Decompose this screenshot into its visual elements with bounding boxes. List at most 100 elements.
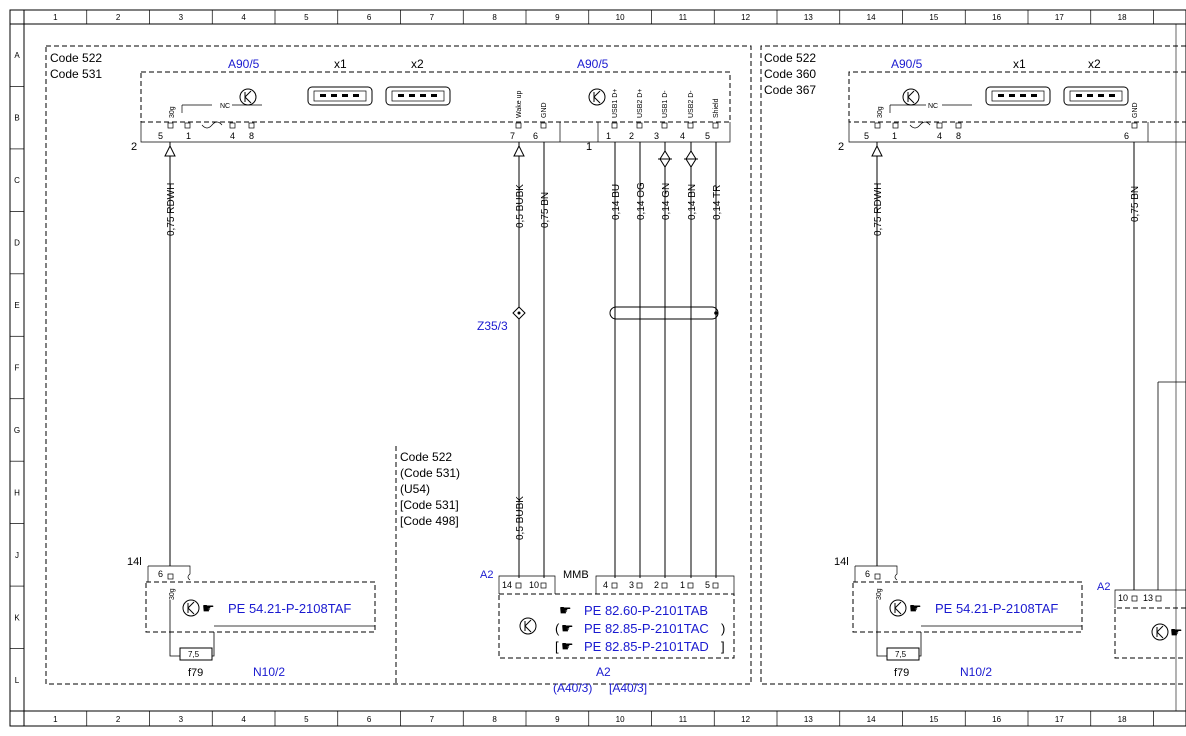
wire-bubk-lower-label: 0,5 BUBK (515, 496, 526, 540)
grid-column-label: 7 (430, 715, 435, 724)
pin-4-right: 4 (937, 131, 942, 141)
transistor-icon (889, 599, 907, 617)
grid-column-label: 7 (430, 13, 435, 22)
pin-label-gnd-right: GND (1132, 102, 1139, 118)
n10-pe-ref: PE 54.21-P-2108TAF (228, 601, 351, 616)
grid-row-label: A (14, 51, 20, 60)
grid-column-label: 4 (241, 13, 246, 22)
grid-column-label: 11 (679, 715, 688, 724)
grid-column-label: 17 (1055, 13, 1064, 22)
a2-pin-2: 2 (654, 580, 659, 590)
pin-5-right: 5 (864, 131, 869, 141)
a2-pe-1: PE 82.60-P-2101TAB (584, 603, 708, 618)
usb-port-x2-icon (385, 86, 451, 106)
pin-6-right: 6 (1124, 131, 1129, 141)
right-code-2: Code 360 (764, 67, 816, 81)
a2-ref-alt-2: [A40/3] (609, 681, 647, 695)
grid-column-label: 5 (304, 715, 309, 724)
pin-8: 8 (249, 131, 254, 141)
n10r-pin: 6 (865, 569, 870, 579)
note-code-4: [Code 531] (400, 498, 459, 512)
wire-gn-label: 0,14 GN (661, 183, 672, 220)
wires-right (876, 142, 1186, 590)
a2-pe-2: PE 82.85-P-2101TAC (584, 621, 709, 636)
grid-row-label: E (14, 301, 19, 310)
pin-1: 1 (186, 131, 191, 141)
transistor-icon (1151, 623, 1169, 641)
splice-label: Z35/3 (477, 319, 508, 333)
port-x1-right-label: x1 (1013, 57, 1026, 71)
drawing-border (9, 9, 1186, 727)
a2r-ref: A2 (1097, 581, 1110, 593)
left-dashed-frame (45, 45, 752, 685)
grid-row-label: H (14, 488, 20, 497)
n10-wire-ref: 14l (127, 556, 142, 568)
grid-column-label: 1 (53, 13, 58, 22)
pin-r1: 1 (606, 131, 611, 141)
a2-bracket-open: [ (555, 639, 559, 654)
grid-column-label: 10 (616, 13, 625, 22)
transistor-icon-2 (588, 88, 606, 106)
pin-1-right: 1 (892, 131, 897, 141)
pin-label-wake-up: Wake up (516, 91, 523, 118)
n10-module-left: 14l 6 30g ☛ PE 54.21-P-2108TAF 7,5 f79 N… (127, 556, 376, 679)
pin-r3: 3 (654, 131, 659, 141)
a2-pin-10: 10 (529, 580, 539, 590)
n10r-fuse-label: f79 (894, 667, 909, 679)
a2r-pin-10: 10 (1118, 593, 1128, 603)
n10r-wire-ref: 14l (834, 556, 849, 568)
a2-pin-4: 4 (603, 580, 608, 590)
grid-column-label: 2 (116, 715, 121, 724)
connector-id-2: 2 (131, 141, 137, 153)
hand-pointer-icon: ☛ (561, 638, 574, 654)
hand-pointer-icon: ☛ (1170, 624, 1183, 640)
n10-module-right: 14l 6 30g ☛ PE 54.21-P-2108TAF 7,5 f79 N… (834, 556, 1083, 679)
port-x2-right-label: x2 (1088, 57, 1101, 71)
shield-braid-icon (609, 306, 719, 320)
connector-id-right: 2 (838, 141, 844, 153)
n10r-fuse-value: 7,5 (895, 650, 907, 659)
wire-arrow-icon (871, 144, 883, 157)
pin-5: 5 (158, 131, 163, 141)
pin-r2: 2 (629, 131, 634, 141)
usb-port-x2-icon (1063, 86, 1129, 106)
pin-r4: 4 (680, 131, 685, 141)
grid-column-label: 15 (929, 715, 938, 724)
splice-icon (512, 306, 526, 320)
a2-module-right: A2 10 13 ☛ (1097, 581, 1186, 659)
grid-column-label: 12 (741, 13, 750, 22)
grid-column-label: 11 (679, 13, 688, 22)
n10r-pe-ref: PE 54.21-P-2108TAF (935, 601, 1058, 616)
hand-pointer-icon: ☛ (909, 600, 922, 616)
grid-column-label: 14 (867, 13, 876, 22)
grid-column-label: 1 (53, 715, 58, 724)
grid-column-label: 3 (179, 715, 184, 724)
pin-label-30g-right: 30g (877, 106, 884, 118)
grid-column-label: 10 (616, 715, 625, 724)
grid-column-label: 15 (929, 13, 938, 22)
usb-module-right: A90/5 x1 x2 NC 30g GND 2 (838, 57, 1186, 153)
grid-column-label: 3 (179, 13, 184, 22)
code-notes: Code 522 (Code 531) (U54) [Code 531] [Co… (400, 450, 460, 528)
grid-column-label: 5 (304, 13, 309, 22)
pin-label-usb2-dminus: USB2 D- (688, 90, 695, 118)
pin-8-right: 8 (956, 131, 961, 141)
grid-column-label: 6 (367, 715, 372, 724)
grid-column-label: 13 (804, 13, 813, 22)
grid-row-label: C (14, 176, 20, 185)
hand-pointer-icon: ☛ (202, 600, 215, 616)
n10r-pin-label: 30g (876, 588, 883, 600)
grid-column-label: 16 (992, 715, 1001, 724)
right-dashed-frame (760, 45, 1186, 685)
grid-row-label: D (14, 239, 20, 248)
a2-pin-5: 5 (705, 580, 710, 590)
a2-paren-open: ( (555, 621, 560, 636)
fuse-value: 7,5 (188, 650, 200, 659)
grid-column-label: 12 (741, 715, 750, 724)
grid-column-label: 18 (1118, 13, 1127, 22)
grid-column-label: 9 (555, 715, 560, 724)
wire-bn14-label: 0,14 BN (687, 184, 698, 220)
